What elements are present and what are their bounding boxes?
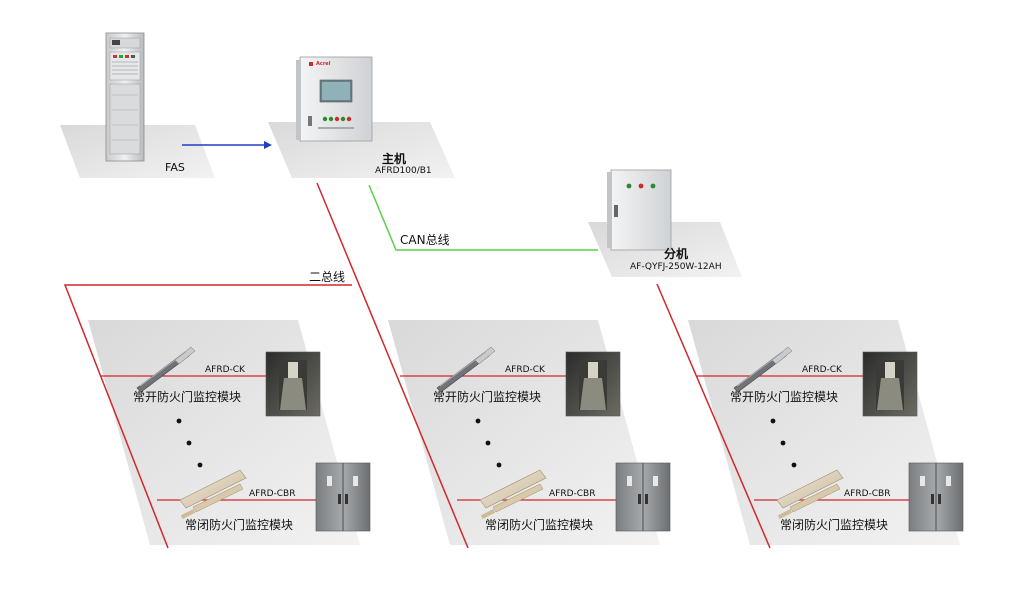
- closed-module-name-1: 常闭防火门监控模块: [185, 518, 294, 532]
- host-model-label: AFRD100/B1: [375, 166, 432, 176]
- closed-door-photo-3: [908, 462, 964, 532]
- closed-module-model-1: AFRD-CBR: [249, 489, 296, 499]
- ellipsis-dots-1: [176, 418, 203, 468]
- open-module-model-2: AFRD-CK: [505, 365, 545, 375]
- slave-panel-icon: [607, 169, 672, 251]
- closed-door-photo-1: [315, 462, 371, 532]
- open-module-name-1: 常开防火门监控模块: [133, 390, 242, 404]
- fas-label: FAS: [165, 161, 185, 174]
- open-door-photo-3: [862, 351, 918, 417]
- closed-door-closer-icon-2: [479, 469, 547, 519]
- can-bus-label: CAN总线: [400, 233, 450, 247]
- closed-module-name-3: 常闭防火门监控模块: [780, 518, 889, 532]
- closed-module-model-2: AFRD-CBR: [549, 489, 596, 499]
- can-bus-line: [368, 184, 598, 251]
- open-module-model-3: AFRD-CK: [802, 365, 842, 375]
- open-door-photo-1: [265, 351, 321, 417]
- slave-name-label: 分机: [664, 247, 689, 261]
- host-panel-icon: [296, 56, 373, 142]
- ellipsis-dots-3: [770, 418, 797, 468]
- open-module-name-2: 常开防火门监控模块: [433, 390, 542, 404]
- closed-module-model-3: AFRD-CBR: [844, 489, 891, 499]
- closed-door-closer-icon-3: [776, 469, 844, 519]
- ellipsis-dots-2: [475, 418, 502, 468]
- host-brand-logo: Acrel: [316, 61, 331, 67]
- open-door-closer-icon-1: [136, 346, 196, 393]
- two-wire-bus-label: 二总线: [309, 270, 346, 284]
- closed-module-name-2: 常闭防火门监控模块: [485, 518, 594, 532]
- open-door-closer-icon-3: [733, 346, 793, 393]
- open-door-closer-icon-2: [436, 346, 496, 393]
- host-name-label: 主机: [382, 152, 407, 166]
- open-door-photo-2: [565, 351, 621, 417]
- two-wire-bus-lines: [63, 182, 771, 549]
- closed-door-photo-2: [615, 462, 671, 532]
- open-module-name-3: 常开防火门监控模块: [730, 390, 839, 404]
- closed-door-closer-icon-1: [179, 469, 247, 519]
- fas-to-host-arrow: [182, 141, 272, 149]
- fas-cabinet-icon: [105, 32, 145, 162]
- open-module-model-1: AFRD-CK: [205, 365, 245, 375]
- slave-model-label: AF-QYFJ-250W-12AH: [630, 262, 722, 272]
